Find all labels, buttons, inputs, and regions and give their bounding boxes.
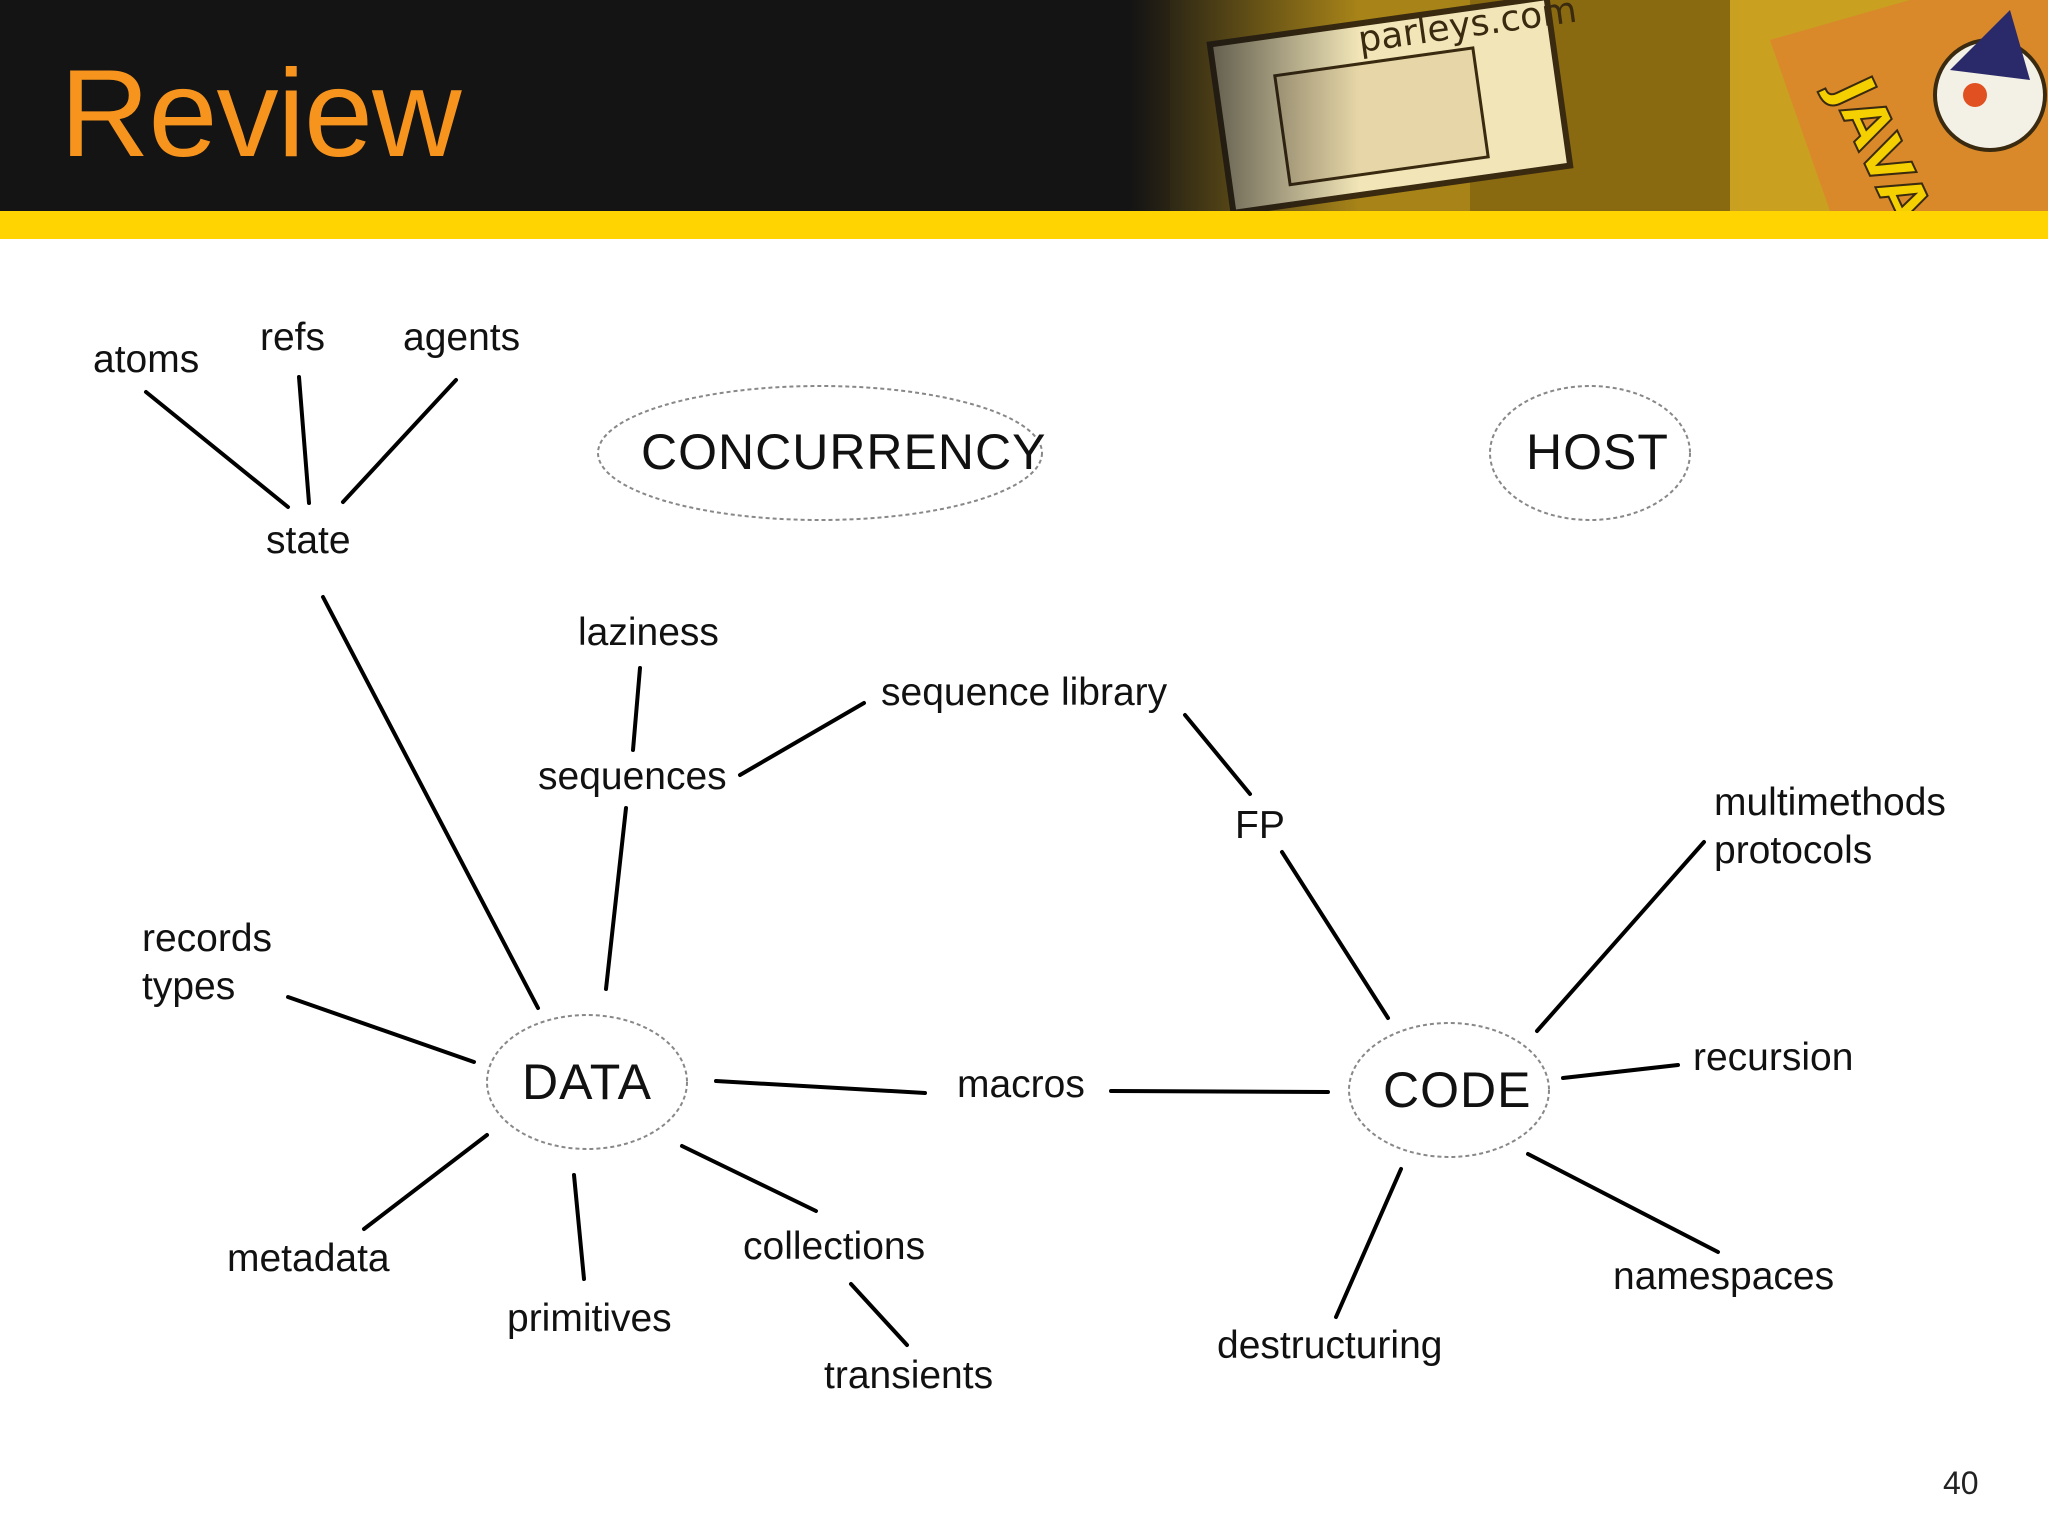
edge-laziness-sequences (631, 666, 642, 752)
edge-sequences-library (738, 701, 866, 777)
label-destructuring: destructuring (1217, 1324, 1443, 1367)
label-refs: refs (260, 316, 326, 359)
hub-concurrency: CONCURRENCY (641, 424, 1047, 480)
label-laziness: laziness (578, 611, 719, 654)
label-transients: transients (824, 1354, 994, 1397)
edge-data-primitives (572, 1173, 586, 1281)
hub-code: CODE (1383, 1062, 1532, 1118)
label-sequences: sequences (538, 755, 727, 798)
edge-data-collections (680, 1144, 818, 1213)
label-agents: agents (403, 316, 521, 359)
code-ellipse (1348, 1022, 1550, 1158)
label-recursion: recursion (1693, 1036, 1854, 1079)
label-primitives: primitives (507, 1297, 672, 1340)
page-number: 40 (1943, 1465, 1979, 1501)
edge-code-namespaces (1526, 1152, 1720, 1254)
label-metadata: metadata (227, 1237, 390, 1280)
edge-collections-transients (849, 1282, 909, 1347)
label-types: types (142, 965, 236, 1008)
label-namespaces: namespaces (1613, 1255, 1835, 1298)
host-ellipse (1489, 385, 1691, 521)
slide-title: Review (60, 45, 462, 183)
edge-state-data (321, 595, 540, 1010)
edge-data-macros (714, 1079, 927, 1095)
label-collections: collections (743, 1225, 926, 1268)
edge-code-destructuring (1334, 1167, 1403, 1319)
edge-code-recursion (1561, 1063, 1680, 1080)
label-protocols: protocols (1714, 829, 1873, 872)
edge-sequences-data (604, 806, 628, 991)
edge-agents-state (341, 378, 458, 504)
edge-library-fp (1183, 713, 1252, 796)
edge-refs-state (297, 375, 311, 505)
edge-data-metadata (362, 1133, 489, 1231)
accent-bar (0, 211, 2048, 239)
label-macros: macros (957, 1063, 1085, 1106)
edge-macros-code (1109, 1089, 1330, 1094)
hub-host: HOST (1526, 424, 1669, 480)
label-sequence-library: sequence library (881, 671, 1168, 714)
hub-data: DATA (522, 1054, 652, 1110)
slide-header: parleys.com JAVA Review (0, 0, 2048, 211)
label-multimethods: multimethods (1714, 781, 1946, 824)
conference-illustration: parleys.com JAVA (1130, 0, 2048, 211)
edge-fp-code (1280, 850, 1390, 1020)
edge-code-multimethods (1535, 840, 1706, 1033)
concurrency-ellipse (597, 385, 1043, 521)
label-records: records (142, 917, 273, 960)
edge-atoms-state (144, 390, 290, 509)
label-atoms: atoms (93, 338, 200, 381)
data-ellipse (486, 1014, 688, 1150)
label-state: state (266, 519, 351, 562)
label-fp: FP (1235, 804, 1285, 847)
edge-records-data (286, 995, 476, 1064)
